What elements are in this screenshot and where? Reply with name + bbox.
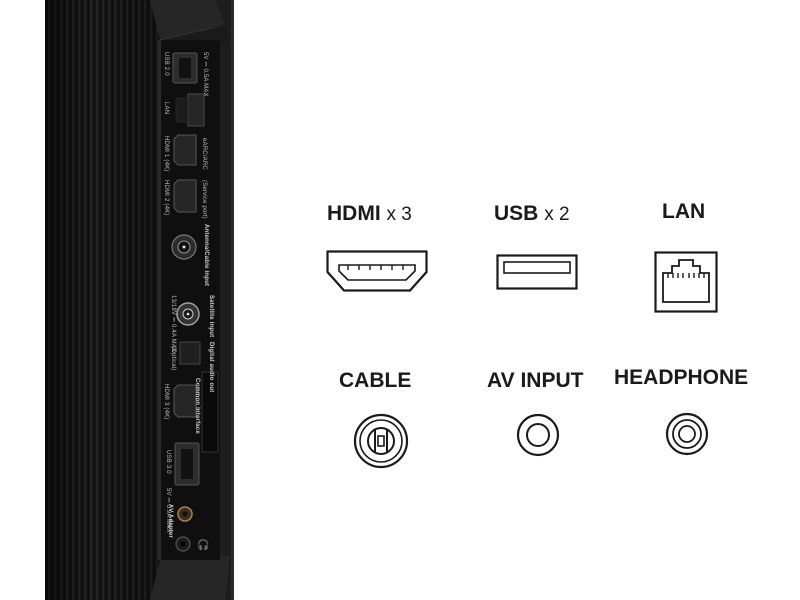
headphone-jack-icon — [665, 412, 709, 456]
antenna-label: Antenna/Cable input — [203, 224, 209, 287]
lan-port — [187, 93, 205, 127]
usb-legend-label: USB x 2 — [494, 202, 570, 226]
ci-label: Common Interface — [194, 378, 200, 434]
hdmi3-label: HDMI 3 (4K) — [163, 384, 169, 420]
satellite-label: Satellite input — [208, 295, 214, 338]
hdmi-legend-count: x 3 — [386, 204, 412, 225]
coax-port-icon — [353, 413, 409, 469]
usb1-label: USB 2.0 — [163, 52, 169, 76]
cable-legend-label: CABLE — [339, 369, 412, 392]
tv-rear-panel-photo: 🎧 USB 2.0 5V ⎓ 0.5A MAX LAN HDMI 1 (4K) … — [0, 0, 240, 600]
hdmi1-sub-label: eARC/ARC — [201, 138, 207, 170]
usb-legend-count: x 2 — [544, 204, 570, 225]
hdmi-port-icon — [326, 250, 428, 292]
hdmi-legend-text: HDMI — [327, 202, 381, 225]
hdmi-legend-label: HDMI x 3 — [327, 202, 412, 226]
av-legend-label: AV INPUT — [487, 369, 584, 392]
lan-port-icon — [654, 251, 718, 313]
lan-legend-label: LAN — [662, 200, 706, 223]
optical-sub-label: (Optical) — [170, 346, 176, 371]
hdmi2-sub-label: (Service port) — [201, 180, 207, 219]
tv-body-illustration: 🎧 — [45, 0, 234, 600]
hdmi2-port — [173, 179, 197, 213]
headphone-legend-label: HEADPHONE — [614, 366, 749, 389]
hdmi2-label: HDMI 2 (4K) — [163, 180, 169, 216]
hdmi1-port — [173, 134, 197, 166]
satellite-rating-label: 13/18V ⎓ 0.4A MAX — [170, 295, 176, 353]
optical-port — [179, 341, 201, 365]
usb2-label: USB 3.0 — [165, 450, 171, 474]
hdmi3-port — [173, 384, 197, 418]
optical-label: Digital audio out — [208, 342, 214, 393]
svg-text:🎧: 🎧 — [197, 538, 209, 551]
usb1-rating-label: 5V ⎓ 0.5A MAX — [202, 52, 208, 97]
usb-port-icon — [496, 254, 578, 290]
usb-legend-text: USB — [494, 202, 539, 225]
ci-slot — [201, 371, 219, 453]
hdmi1-label: HDMI 1 (4K) — [163, 136, 169, 172]
lan-label: LAN — [163, 102, 169, 115]
av-jack-icon — [516, 413, 560, 457]
av-label: AV Adapter — [167, 504, 173, 539]
